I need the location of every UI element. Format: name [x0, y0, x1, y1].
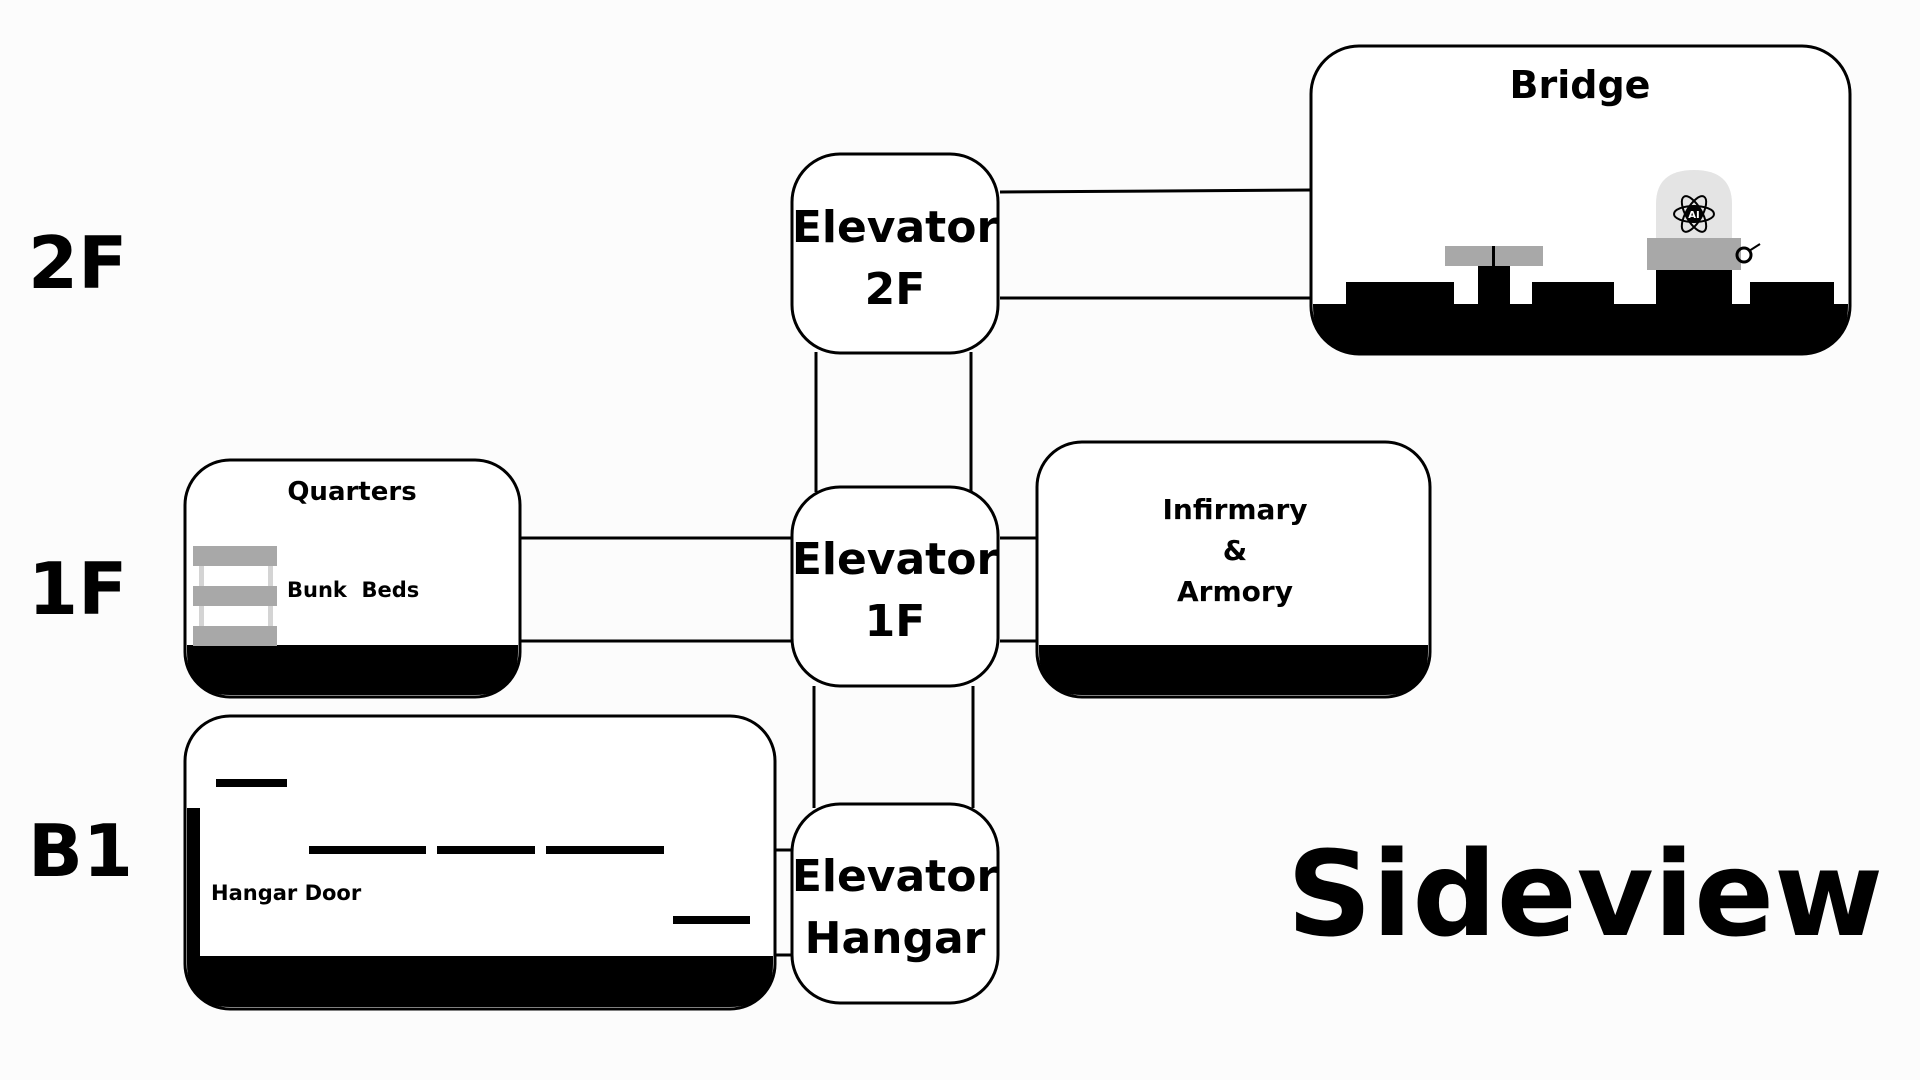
corridor-1f-infirmary	[1000, 536, 1037, 643]
infirmary-title-line2: &	[1223, 534, 1247, 567]
bunk-beds-label: Bunk Beds	[287, 578, 419, 602]
bridge-room: AI Bridge	[1309, 44, 1852, 356]
elevator-shaft-lower	[812, 686, 975, 808]
bridge-title: Bridge	[1510, 63, 1651, 107]
floor-label-b1: B1	[28, 809, 133, 893]
ai-pod-knob	[1735, 246, 1753, 264]
bridge-console-left	[1346, 282, 1454, 306]
elevator-1f-line1: Elevator	[792, 534, 999, 585]
quarters-floor	[187, 645, 518, 695]
bridge-console-right	[1750, 282, 1834, 306]
bridge-floor	[1313, 304, 1848, 354]
ai-atom-icon: AI	[1673, 195, 1715, 233]
quarters-room: Quarters Bunk Beds	[183, 458, 522, 699]
elevator-1f: Elevator 1F	[790, 485, 1000, 688]
elevator-hangar-line2: Hangar	[805, 913, 986, 964]
hangar-platform-top	[216, 779, 287, 787]
hangar-platform-low	[673, 916, 750, 924]
hangar-platform-mid-2	[437, 846, 535, 854]
hangar-platform-mid-3	[546, 846, 664, 854]
floor-label-1f: 1F	[28, 547, 127, 631]
ai-pod-dome	[1656, 170, 1732, 238]
bridge-console-ai-base	[1656, 268, 1732, 306]
elevator-1f-line2: 1F	[865, 596, 926, 647]
hangar-door	[187, 808, 200, 956]
bridge-console-mid	[1532, 282, 1614, 306]
diagram-title: Sideview	[1287, 825, 1883, 963]
ai-atom-label: AI	[1688, 210, 1699, 221]
hangar-floor	[187, 956, 773, 1007]
infirmary-title-line1: Infirmary	[1162, 493, 1307, 526]
elevator-2f: Elevator 2F	[790, 152, 1000, 355]
elevator-2f-line2: 2F	[865, 264, 926, 315]
elevator-shaft-upper	[814, 352, 973, 492]
ai-pod-base	[1647, 238, 1741, 270]
bridge-console-center	[1478, 265, 1510, 306]
elevator-2f-line1: Elevator	[792, 202, 999, 253]
floor-label-2f: 2F	[28, 221, 127, 305]
elevator-hangar-line1: Elevator	[792, 851, 999, 902]
ai-pod: AI	[1647, 170, 1761, 270]
infirmary-floor	[1039, 645, 1428, 695]
corridor-2f-bridge	[999, 188, 1312, 300]
bridge-table-post	[1492, 246, 1495, 266]
corridor-hangar-elevator	[775, 848, 792, 957]
elevator-hangar: Elevator Hangar	[790, 802, 1000, 1005]
bunk-beds	[193, 546, 277, 646]
hangar-room: Hangar Door	[183, 714, 777, 1011]
ai-pod-antenna	[1748, 243, 1761, 252]
quarters-title: Quarters	[287, 477, 416, 507]
hangar-door-label: Hangar Door	[211, 881, 362, 905]
corridor-quarters-1f	[520, 536, 792, 643]
infirmary-armory-room: Infirmary & Armory	[1035, 440, 1432, 699]
infirmary-title-line3: Armory	[1177, 575, 1293, 608]
hangar-platform-mid-1	[309, 846, 426, 854]
